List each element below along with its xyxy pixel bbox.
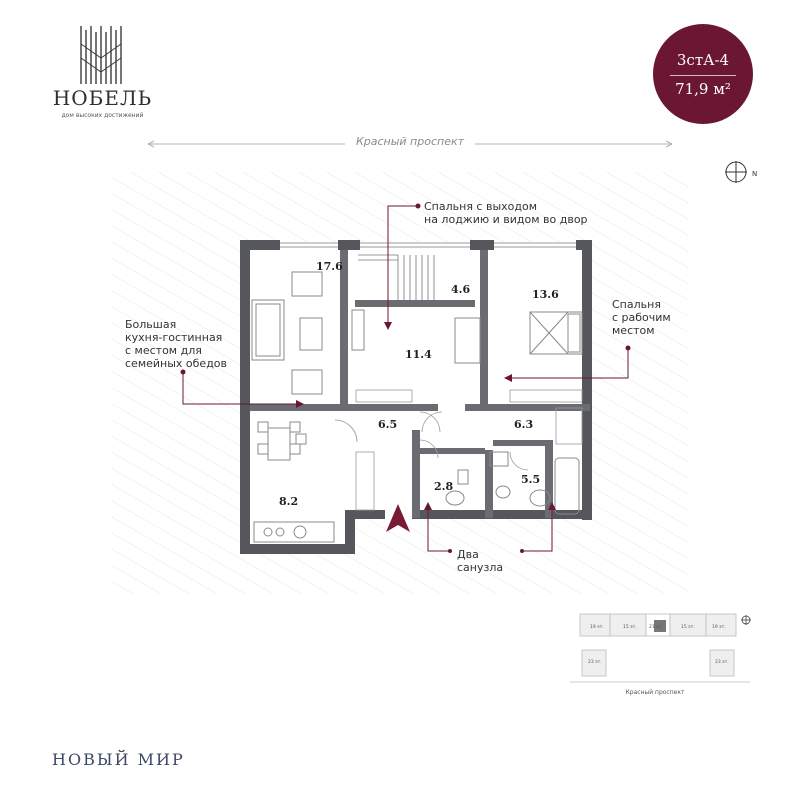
doors — [334, 411, 529, 471]
mini-site-map — [570, 613, 751, 683]
mini-label-2: 21 эт. — [649, 625, 663, 630]
mini-compass-icon — [741, 615, 751, 625]
bedroom-2-bed — [529, 311, 583, 355]
room-area-hall: 6.5 — [378, 418, 398, 431]
callout-lines — [182, 205, 629, 552]
note-living: Большая кухня-гостинная с местом для сем… — [125, 318, 228, 370]
mini-label-4: 19 эт. — [712, 625, 726, 630]
mini-label-1: 15 эт. — [623, 625, 637, 630]
callout-dots — [180, 203, 631, 553]
windows — [280, 242, 576, 248]
street-line-top — [147, 140, 673, 148]
room-area-kitchen-living: 17.6 — [316, 260, 343, 273]
svg-text:N: N — [752, 170, 757, 178]
bedroom-1-bed — [351, 309, 481, 364]
bathroom-fixtures — [445, 451, 580, 515]
room-area-bedroom-2: 13.6 — [532, 288, 559, 301]
room-area-bath-2: 5.5 — [521, 473, 541, 486]
apartment-area: 71,9 м² — [675, 79, 731, 98]
exterior-walls — [240, 240, 592, 554]
brand-name: НОБЕЛЬ — [52, 86, 153, 110]
brand-tagline: дом высоких достижений — [61, 112, 144, 119]
apartment-floor — [242, 242, 590, 552]
entrance-arrow-icon — [386, 504, 410, 532]
loggia-rails — [358, 254, 435, 300]
room-area-kitchen-zone: 8.2 — [279, 495, 299, 508]
apartment-badge: 3стА-4 71,9 м² — [653, 24, 753, 124]
street-name-top: Красный проспект — [355, 135, 465, 148]
mini-label-6: 23 эт. — [715, 660, 729, 665]
room-area-bedroom-1: 11.4 — [405, 348, 432, 361]
compass-icon: N — [725, 161, 757, 183]
mini-street-name: Красный проспект — [625, 689, 685, 696]
note-bedroom-loggia: Спальня с выходом на лоджию и видом во д… — [424, 200, 588, 226]
mini-label-5: 23 эт. — [588, 660, 602, 665]
badge-divider — [670, 74, 736, 76]
nobel-logo-icon — [80, 26, 122, 84]
room-area-loggia: 4.6 — [451, 283, 471, 296]
note-bedroom-work: Спальня с рабочим местом — [612, 298, 671, 337]
room-area-bath-1: 2.8 — [434, 480, 454, 493]
note-bathrooms: Два санузла — [457, 548, 504, 574]
mini-label-3: 15 эт. — [681, 625, 695, 630]
closets — [355, 389, 583, 511]
kitchen-counter — [253, 521, 335, 543]
footer-title: НОВЫЙ МИР — [52, 750, 185, 769]
room-area-corridor: 6.3 — [514, 418, 534, 431]
dining-table — [257, 421, 307, 461]
callout-arrowheads — [296, 322, 556, 510]
living-furniture — [251, 271, 323, 395]
interior-walls — [250, 250, 590, 518]
mini-label-0: 19 эт. — [590, 625, 604, 630]
apartment-code: 3стА-4 — [676, 50, 730, 69]
